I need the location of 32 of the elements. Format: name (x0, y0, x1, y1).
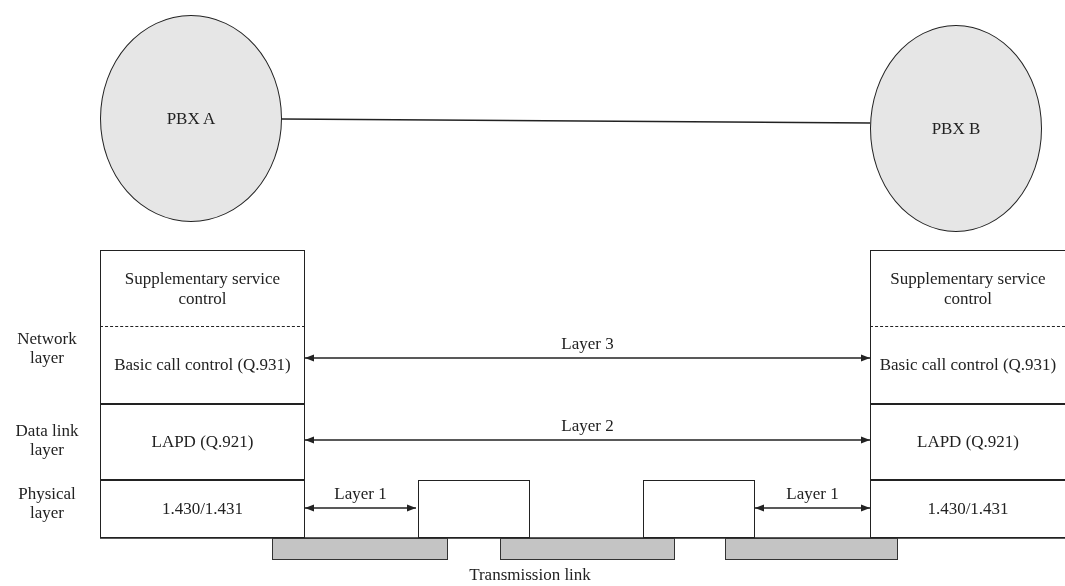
node-label: 1.430/1.431 (161, 499, 244, 519)
protocol-layer-cell (100, 327, 305, 404)
double-arrow (304, 504, 417, 512)
protocol-layer-cell (870, 327, 1065, 404)
transmission-bar (725, 538, 898, 560)
protocol-layer-cell (870, 404, 1065, 480)
transmission-bar (500, 538, 675, 560)
transmission-bar (272, 538, 448, 560)
double-arrow (304, 436, 871, 444)
protocol-layer-cell (100, 250, 305, 327)
node-label: Basic call control (Q.931) (879, 355, 1057, 375)
protocol-layer-cell (870, 250, 1065, 327)
node-label: Supplementary service control (123, 268, 282, 309)
double-arrow (304, 354, 871, 362)
caption-label: Transmission link (468, 566, 592, 585)
node-label: PBX B (931, 118, 981, 139)
protocol-layer-cell (100, 404, 305, 480)
layer-name: Data link layer (14, 422, 80, 460)
pulse-box (418, 480, 530, 538)
double-arrow (754, 504, 871, 512)
node-label: Supplementary service control (889, 268, 1047, 309)
node-label: LAPD (Q.921) (151, 432, 254, 452)
node-label: LAPD (Q.921) (917, 432, 1019, 452)
node-label: PBX A (166, 108, 216, 129)
node-label: Basic call control (Q.931) (114, 355, 291, 375)
protocol-layer-cell (100, 480, 305, 538)
connection-line (281, 118, 871, 124)
pulse-box (643, 480, 755, 538)
layer-name: Network layer (16, 330, 78, 368)
protocol-layer-cell (870, 480, 1065, 538)
node-label: 1.430/1.431 (927, 499, 1009, 519)
layer-name: Physical layer (17, 485, 77, 523)
